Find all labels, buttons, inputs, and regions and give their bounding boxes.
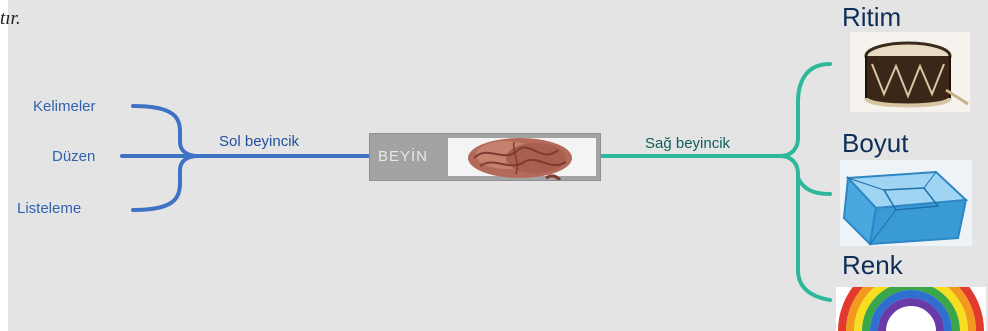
left-item-kelimeler: Kelimeler	[33, 98, 96, 115]
right-brace	[779, 62, 832, 302]
right-branch-label: Sağ beyincik	[645, 135, 731, 152]
right-item-ritim: Ritim	[842, 2, 902, 32]
brain-icon	[468, 138, 572, 180]
text-fragment: tır.	[0, 8, 21, 29]
left-item-listeleme: Listeleme	[17, 200, 82, 217]
left-branch-label: Sol beyincik	[219, 133, 300, 150]
drum-icon	[850, 32, 970, 112]
rainbow-icon	[836, 287, 986, 331]
right-item-renk: Renk	[842, 250, 903, 280]
left-item-duzen: Düzen	[52, 148, 96, 165]
right-item-boyut: Boyut	[842, 128, 909, 158]
cube-icon	[840, 160, 972, 246]
right-brace-tick-boyut	[796, 176, 832, 196]
center-box: BEYİN	[369, 133, 601, 181]
center-label: BEYİN	[378, 148, 429, 165]
